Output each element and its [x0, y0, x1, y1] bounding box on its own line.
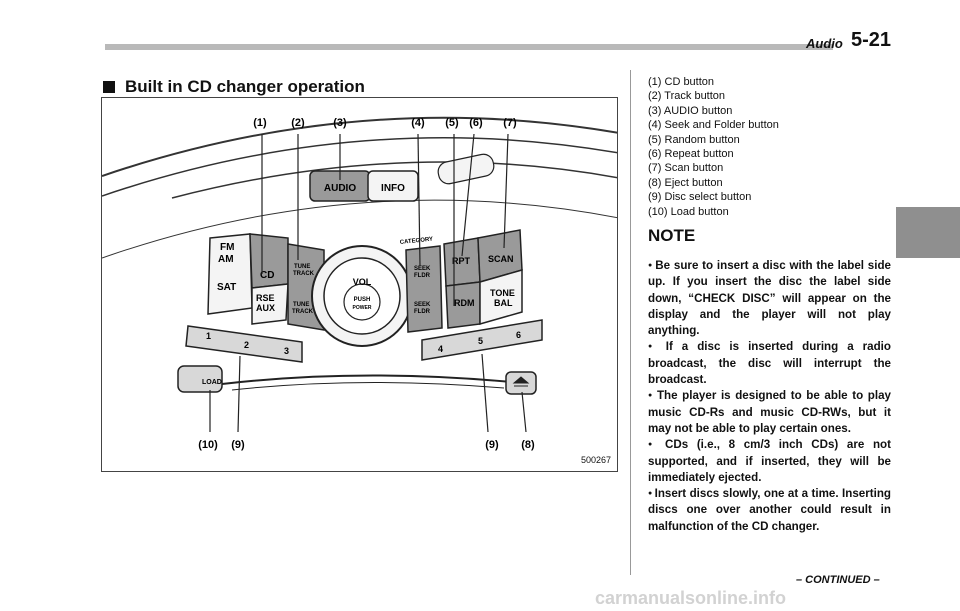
rse-label: RSE: [256, 293, 275, 303]
continued-marker: – CONTINUED –: [796, 574, 880, 586]
header-section-name: Audio: [806, 36, 843, 51]
callout-7: (7): [503, 117, 517, 129]
callout-9-right: (9): [485, 439, 499, 451]
track-label-bottom: TRACK: [292, 309, 314, 315]
power-label: POWER: [353, 305, 372, 311]
category-label: CATEGORY: [400, 237, 434, 246]
legend-item: (3) AUDIO button: [648, 104, 733, 117]
bal-label: BAL: [494, 298, 513, 308]
legend-item: (9) Disc select button: [648, 191, 752, 204]
audio-panel-illustration: AUDIO INFO FM AM CD SAT RSE AUX TUNE TRA…: [102, 116, 617, 451]
note-item: CDs (i.e., 8 cm/3 inch CDs) are not supp…: [648, 437, 891, 486]
fldr-label-top: FLDR: [414, 273, 431, 279]
callout-1: (1): [253, 117, 267, 129]
note-heading: NOTE: [648, 226, 696, 245]
fldr-label-bottom: FLDR: [414, 309, 431, 315]
section-title: Built in CD changer operation: [103, 77, 365, 97]
track-label-top: TRACK: [293, 271, 315, 277]
rpt-label: RPT: [452, 256, 471, 266]
seek-label-bottom: SEEK: [414, 302, 431, 308]
callout-5: (5): [445, 117, 459, 129]
callout-9-left: (9): [231, 439, 245, 451]
note-item: The player is designed to be able to pla…: [648, 388, 891, 437]
tone-label: TONE: [490, 288, 515, 298]
disc-4-label: 4: [438, 344, 443, 354]
vol-label: VOL: [353, 277, 372, 287]
cd-label: CD: [260, 270, 274, 281]
disc-select-right: [421, 319, 543, 361]
tone-bal-button: [479, 269, 523, 325]
legend-item: (4) Seek and Folder button: [648, 119, 779, 132]
cd-changer-figure: AUDIO INFO FM AM CD SAT RSE AUX TUNE TRA…: [101, 97, 618, 472]
note-item: If a disc is inserted during a radio bro…: [648, 339, 891, 388]
eject-icon: [512, 376, 530, 387]
seek-label-top: SEEK: [414, 266, 431, 272]
header-page-number: 5-21: [851, 29, 892, 51]
load-label: LOAD: [202, 379, 222, 386]
aux-label: AUX: [256, 303, 275, 313]
info-label: INFO: [381, 183, 405, 194]
push-label: PUSH: [354, 297, 371, 303]
tune-label-top: TUNE: [294, 264, 310, 270]
disc-2-label: 2: [244, 340, 249, 350]
audio-label: AUDIO: [324, 183, 356, 194]
fm-label: FM: [220, 242, 234, 253]
legend-item: (1) CD button: [648, 76, 715, 88]
callout-2: (2): [291, 117, 305, 129]
figure-id: 500267: [580, 455, 611, 465]
disc-select-left: [185, 325, 303, 363]
legend-item: (5) Random button: [648, 133, 740, 146]
disc-1-label: 1: [206, 331, 211, 341]
legend-item: (10) Load button: [648, 205, 729, 218]
load-button: [177, 365, 223, 393]
legend-item: (6) Repeat button: [648, 148, 734, 161]
callout-legend: (1) CD button (2) Track button (3) AUDIO…: [648, 75, 779, 219]
square-bullet-icon: [103, 81, 115, 93]
legend-item: (2) Track button: [648, 90, 726, 103]
callout-10: (10): [198, 439, 218, 451]
sat-label: SAT: [217, 282, 236, 293]
am-label: AM: [218, 254, 234, 265]
rdm-label: RDM: [454, 298, 475, 308]
callout-8: (8): [521, 439, 535, 451]
legend-item: (8) Eject button: [648, 176, 723, 189]
disc-5-label: 5: [478, 336, 483, 346]
scan-label: SCAN: [488, 254, 514, 264]
legend-item: (7) Scan button: [648, 162, 724, 175]
cd-slot: [221, 374, 513, 385]
callout-6: (6): [469, 117, 483, 129]
note-item: Insert discs slowly, one at a time. Inse…: [648, 486, 891, 535]
disc-6-label: 6: [516, 330, 521, 340]
disc-3-label: 3: [284, 346, 289, 356]
callout-3: (3): [333, 117, 347, 129]
seek-folder-button: [405, 245, 443, 333]
tune-label-bottom: TUNE: [293, 302, 309, 308]
minus-plus-control: [437, 153, 495, 185]
section-title-text: Built in CD changer operation: [125, 77, 365, 96]
callout-leaders: [209, 133, 527, 433]
note-list: Be sure to insert a disc with the label …: [648, 258, 891, 535]
callout-4: (4): [411, 117, 425, 129]
info-button: [367, 170, 419, 202]
watermark: carmanualsonline.info: [595, 588, 787, 608]
chapter-tab: [896, 207, 960, 258]
header-rule: [105, 44, 833, 50]
column-divider: [630, 70, 631, 575]
note-item: Be sure to insert a disc with the label …: [648, 258, 891, 339]
